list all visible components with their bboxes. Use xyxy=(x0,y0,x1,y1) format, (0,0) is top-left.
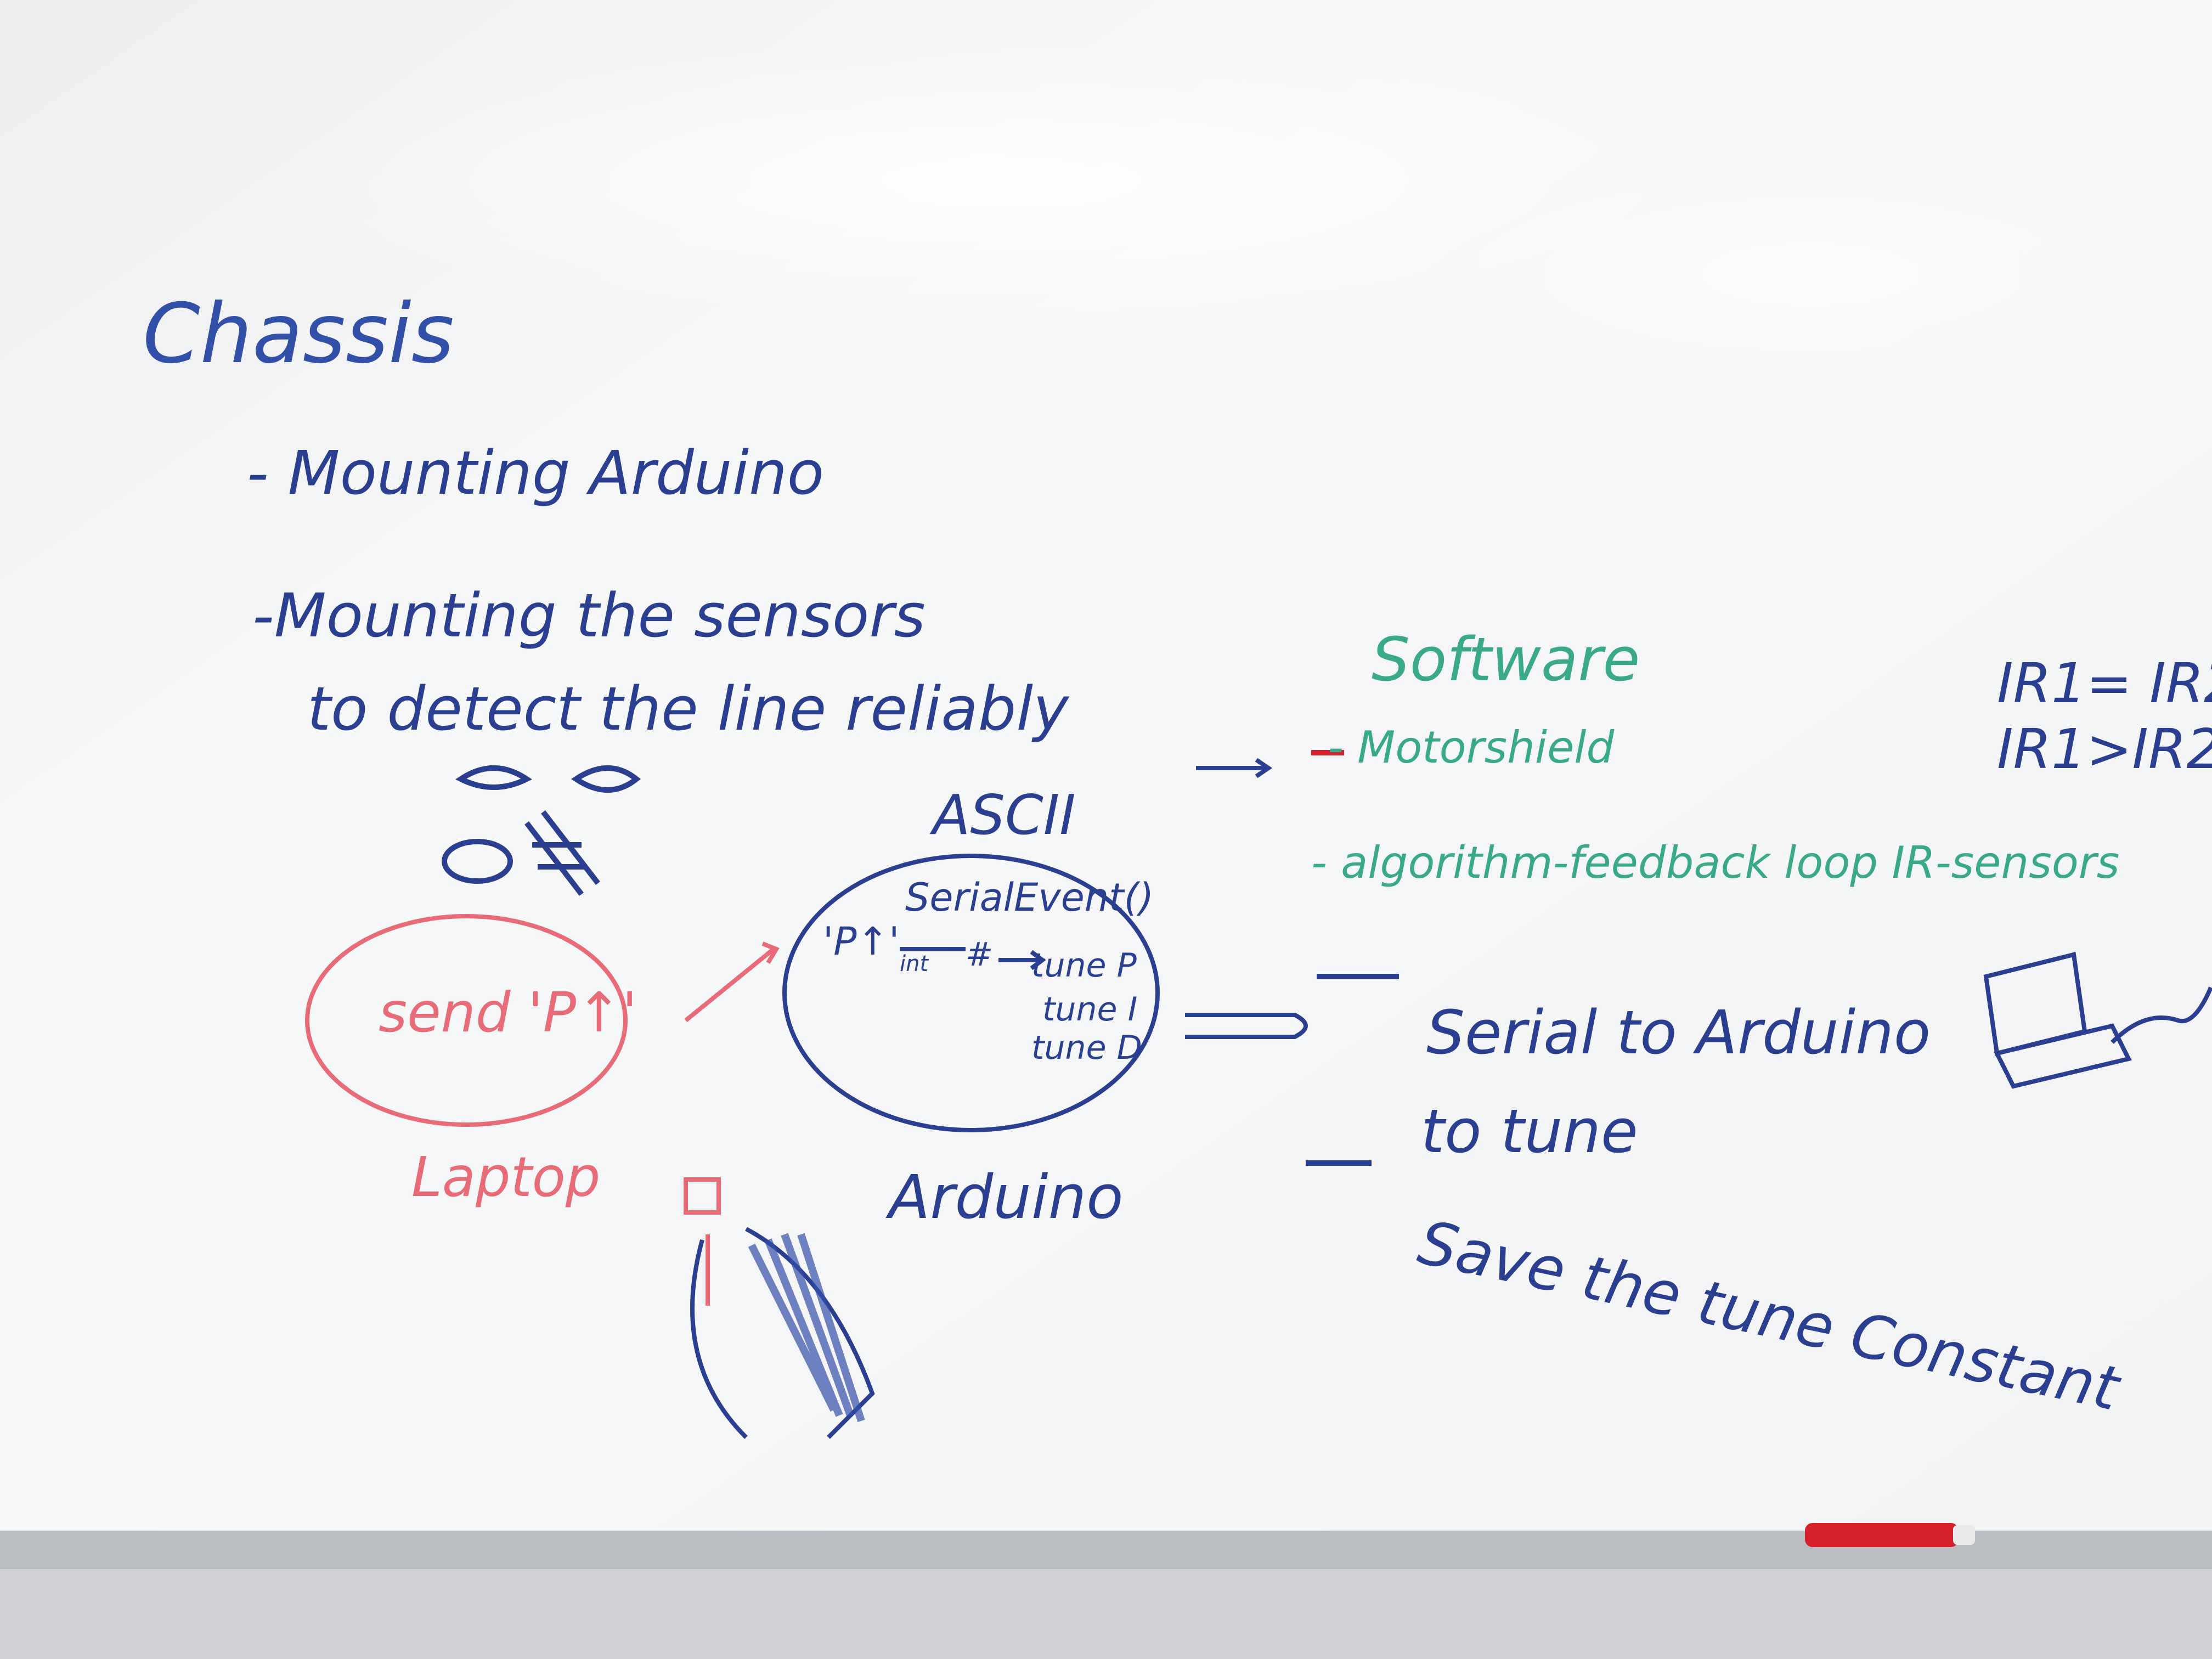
serial-event: SerialEvent() xyxy=(905,875,1154,920)
laptop-bubble-text: send 'P↑' xyxy=(379,980,637,1045)
light-glare xyxy=(274,38,1701,324)
laptop-label: Laptop xyxy=(411,1145,600,1209)
sensor-icon xyxy=(442,765,641,896)
software-item-3-line1: Serial to Arduino xyxy=(1426,997,1931,1068)
hash: # xyxy=(966,935,993,974)
laptop-bubble xyxy=(305,914,780,1127)
chassis-item-1: - Mounting Arduino xyxy=(247,438,824,508)
tune-d: tune D xyxy=(1031,1029,1142,1067)
marker-icon[interactable] xyxy=(1805,1523,1975,1547)
chassis-item-2-line1: -Mounting the sensors xyxy=(252,580,926,651)
ascii-label: ASCII xyxy=(929,783,1076,847)
software-heading: Software xyxy=(1372,624,1640,695)
arduino-label: Arduino xyxy=(885,1162,1124,1232)
chassis-heading: Chassis xyxy=(143,286,454,382)
ir-line-2: IR1>IR2, xyxy=(1997,717,2212,781)
ir-line-1: IR1= IR2 xyxy=(1997,651,2212,715)
p-up: 'P↑' xyxy=(823,919,899,964)
light-glare-2 xyxy=(1426,165,2194,384)
tray-shadow xyxy=(0,1569,2212,1659)
person-doodle xyxy=(684,1177,875,1439)
software-item-2: - algorithm-feedback loop IR-sensors xyxy=(1311,837,2119,888)
software-item-3-line2: to tune xyxy=(1421,1096,1638,1166)
int-label: int xyxy=(900,951,929,977)
arduino-bubble xyxy=(782,854,1160,1132)
laptop-icon xyxy=(1983,952,2212,1089)
arrow-icon xyxy=(900,758,1308,1039)
chassis-item-2-line2: to detect the line reliably xyxy=(307,674,1070,744)
software-item-1: - Motorshield xyxy=(1328,722,1615,773)
tune-p: tune P xyxy=(1031,946,1137,985)
tune-i: tune I xyxy=(1042,990,1137,1029)
